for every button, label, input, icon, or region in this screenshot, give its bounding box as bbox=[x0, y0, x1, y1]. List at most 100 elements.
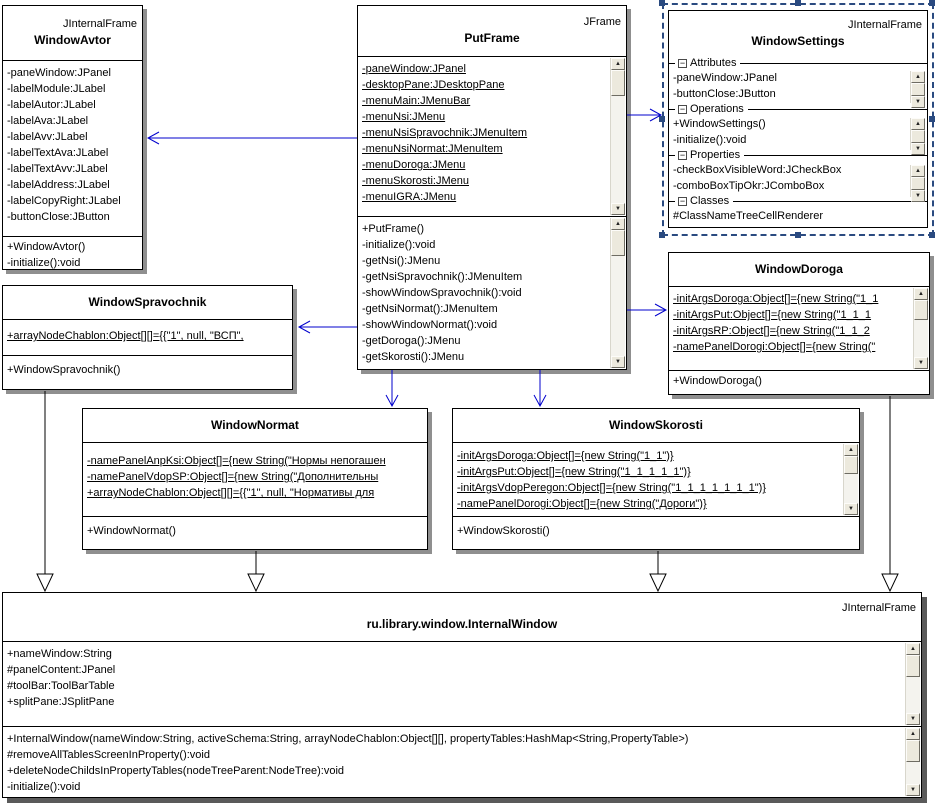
scroll-down-button[interactable]: ▼ bbox=[844, 503, 858, 515]
scroll-down-button[interactable]: ▼ bbox=[906, 784, 920, 796]
member-line[interactable]: -initialize():void bbox=[362, 239, 436, 251]
collapse-icon[interactable]: − bbox=[678, 149, 687, 160]
member-line[interactable]: +nameWindow:String bbox=[7, 648, 112, 660]
scroll-track[interactable] bbox=[844, 474, 858, 503]
member-line[interactable]: -showWindowSpravochnik():void bbox=[362, 287, 522, 299]
member-line[interactable]: -labelAddress:JLabel bbox=[7, 179, 110, 191]
scroll-up-button[interactable]: ▲ bbox=[906, 643, 920, 655]
member-line[interactable]: -getNsiSpravochnik():JMenuItem bbox=[362, 271, 523, 283]
scroll-track[interactable] bbox=[611, 96, 625, 203]
scroll-down-button[interactable]: ▼ bbox=[611, 203, 625, 215]
vertical-scrollbar[interactable]: ▲ ▼ bbox=[843, 444, 858, 515]
member-line[interactable]: -desktopPane:JDesktopPane bbox=[362, 79, 505, 91]
mini-scrollbar[interactable]: ▲ ▼ bbox=[910, 165, 925, 202]
scroll-thumb[interactable] bbox=[911, 177, 925, 190]
member-line[interactable]: -initArgsVdopPeregon:Object[]={new Strin… bbox=[457, 482, 766, 494]
member-line[interactable]: +WindowSkorosti() bbox=[457, 525, 550, 537]
member-line[interactable]: -initialize():void bbox=[7, 257, 81, 269]
scroll-down-button[interactable]: ▼ bbox=[911, 143, 925, 155]
scroll-track[interactable] bbox=[906, 762, 920, 784]
class-name[interactable]: WindowSettings bbox=[751, 33, 845, 48]
class-box-window-doroga[interactable]: WindowDoroga -initArgsDoroga:Object[]={n… bbox=[668, 252, 930, 395]
vertical-scrollbar[interactable]: ▲ ▼ bbox=[610, 218, 625, 368]
collapse-icon[interactable]: − bbox=[678, 195, 687, 206]
class-box-window-avtor[interactable]: JInternalFrame WindowAvtor -paneWindow:J… bbox=[2, 5, 143, 270]
scroll-up-button[interactable]: ▲ bbox=[611, 58, 625, 70]
member-line[interactable]: #ClassNameTreeCellRenderer bbox=[673, 210, 823, 222]
member-line[interactable]: -labelModule:JLabel bbox=[7, 83, 106, 95]
member-line[interactable]: -initArgsPut:Object[]={new String("1_1_1… bbox=[457, 466, 691, 478]
collapse-icon[interactable]: − bbox=[678, 57, 687, 68]
member-line[interactable]: #toolBar:ToolBarTable bbox=[7, 680, 115, 692]
scroll-thumb[interactable] bbox=[611, 230, 625, 256]
member-line[interactable]: +splitPane:JSplitPane bbox=[7, 696, 115, 708]
member-line[interactable]: +deleteNodeChildsInPropertyTables(nodeTr… bbox=[7, 765, 345, 777]
vertical-scrollbar[interactable]: ▲ ▼ bbox=[610, 58, 625, 215]
selection-handle[interactable] bbox=[659, 0, 665, 6]
class-name[interactable]: ru.library.window.InternalWindow bbox=[366, 617, 558, 631]
class-name[interactable]: WindowSkorosti bbox=[609, 418, 703, 432]
scroll-down-button[interactable]: ▼ bbox=[906, 713, 920, 725]
selection-handle[interactable] bbox=[929, 116, 935, 122]
scroll-up-button[interactable]: ▲ bbox=[911, 165, 925, 177]
class-box-putframe[interactable]: JFrame PutFrame -paneWindow:JPanel-deskt… bbox=[357, 5, 627, 370]
scroll-down-button[interactable]: ▼ bbox=[911, 190, 925, 202]
scroll-up-button[interactable]: ▲ bbox=[906, 728, 920, 740]
member-line[interactable]: -labelAvv:JLabel bbox=[7, 131, 88, 143]
scroll-up-button[interactable]: ▲ bbox=[844, 444, 858, 456]
selection-handle[interactable] bbox=[795, 232, 801, 238]
vertical-scrollbar[interactable]: ▲ ▼ bbox=[905, 643, 920, 725]
selection-handle[interactable] bbox=[795, 0, 801, 6]
member-line[interactable]: +arrayNodeChablon:Object[][]={{"1", null… bbox=[7, 330, 244, 342]
member-line[interactable]: -namePanelDorogi:Object[]={new String(" bbox=[673, 341, 876, 353]
scroll-track[interactable] bbox=[906, 677, 920, 713]
class-box-window-settings[interactable]: JInternalFrame WindowSettings − Attribut… bbox=[668, 10, 928, 228]
member-line[interactable]: -getNsi():JMenu bbox=[362, 255, 441, 267]
member-line[interactable]: #panelContent:JPanel bbox=[7, 664, 116, 676]
member-line[interactable]: -labelTextAva:JLabel bbox=[7, 147, 109, 159]
member-line[interactable]: -paneWindow:JPanel bbox=[362, 63, 466, 75]
member-line[interactable]: +WindowAvtor() bbox=[7, 241, 86, 253]
member-line[interactable]: -namePanelDorogi:Object[]={new String("Д… bbox=[457, 498, 707, 510]
class-name[interactable]: WindowSpravochnik bbox=[88, 295, 207, 309]
member-line[interactable]: -menuIGRA:JMenu bbox=[362, 191, 457, 203]
scroll-down-button[interactable]: ▼ bbox=[611, 356, 625, 368]
mini-scrollbar[interactable]: ▲ ▼ bbox=[910, 118, 925, 155]
scroll-down-button[interactable]: ▼ bbox=[914, 357, 928, 369]
member-line[interactable]: -labelAva:JLabel bbox=[7, 115, 89, 127]
member-line[interactable]: +WindowDoroga() bbox=[673, 375, 762, 387]
scroll-up-button[interactable]: ▲ bbox=[914, 288, 928, 300]
member-line[interactable]: +WindowSpravochnik() bbox=[7, 364, 121, 376]
class-box-window-skorosti[interactable]: WindowSkorosti -initArgsDoroga:Object[]=… bbox=[452, 408, 860, 550]
scroll-track[interactable] bbox=[914, 320, 928, 357]
member-line[interactable]: -menuSkorosti:JMenu bbox=[362, 175, 469, 187]
scroll-thumb[interactable] bbox=[914, 300, 928, 320]
class-box-window-spravochnik[interactable]: WindowSpravochnik +arrayNodeChablon:Obje… bbox=[2, 285, 293, 390]
member-line[interactable]: -comboBoxTipOkr:JComboBox bbox=[673, 180, 825, 192]
scroll-track[interactable] bbox=[611, 256, 625, 356]
selection-handle[interactable] bbox=[659, 232, 665, 238]
member-line[interactable]: -buttonClose:JButton bbox=[673, 88, 776, 100]
class-name[interactable]: WindowDoroga bbox=[755, 262, 843, 276]
member-line[interactable]: -labelCopyRight:JLabel bbox=[7, 195, 121, 207]
member-line[interactable]: -menuNsiSpravochnik:JMenuItem bbox=[362, 127, 528, 139]
class-box-internal-window[interactable]: JInternalFrame ru.library.window.Interna… bbox=[2, 592, 922, 798]
class-box-window-normat[interactable]: WindowNormat -namePanelAnpKsi:Object[]={… bbox=[82, 408, 428, 550]
class-name[interactable]: PutFrame bbox=[464, 31, 520, 45]
member-line[interactable]: -paneWindow:JPanel bbox=[673, 72, 777, 84]
scroll-up-button[interactable]: ▲ bbox=[911, 118, 925, 130]
vertical-scrollbar[interactable]: ▲ ▼ bbox=[913, 288, 928, 369]
member-line[interactable]: +WindowNormat() bbox=[87, 525, 176, 537]
member-line[interactable]: -namePanelAnpKsi:Object[]={new String("Н… bbox=[87, 455, 386, 467]
scroll-down-button[interactable]: ▼ bbox=[911, 96, 925, 108]
member-line[interactable]: -getNsiNormat():JMenuItem bbox=[362, 303, 498, 315]
vertical-scrollbar[interactable]: ▲ ▼ bbox=[905, 728, 920, 796]
scroll-up-button[interactable]: ▲ bbox=[911, 71, 925, 83]
member-line[interactable]: +InternalWindow(nameWindow:String, activ… bbox=[7, 733, 689, 745]
selection-handle[interactable] bbox=[929, 0, 935, 6]
member-line[interactable]: -initArgsRP:Object[]={new String("1_1_2 bbox=[673, 325, 870, 337]
member-line[interactable]: +PutFrame() bbox=[362, 223, 425, 235]
scroll-up-button[interactable]: ▲ bbox=[611, 218, 625, 230]
scroll-thumb[interactable] bbox=[911, 83, 925, 96]
member-line[interactable]: -labelAutor:JLabel bbox=[7, 99, 96, 111]
